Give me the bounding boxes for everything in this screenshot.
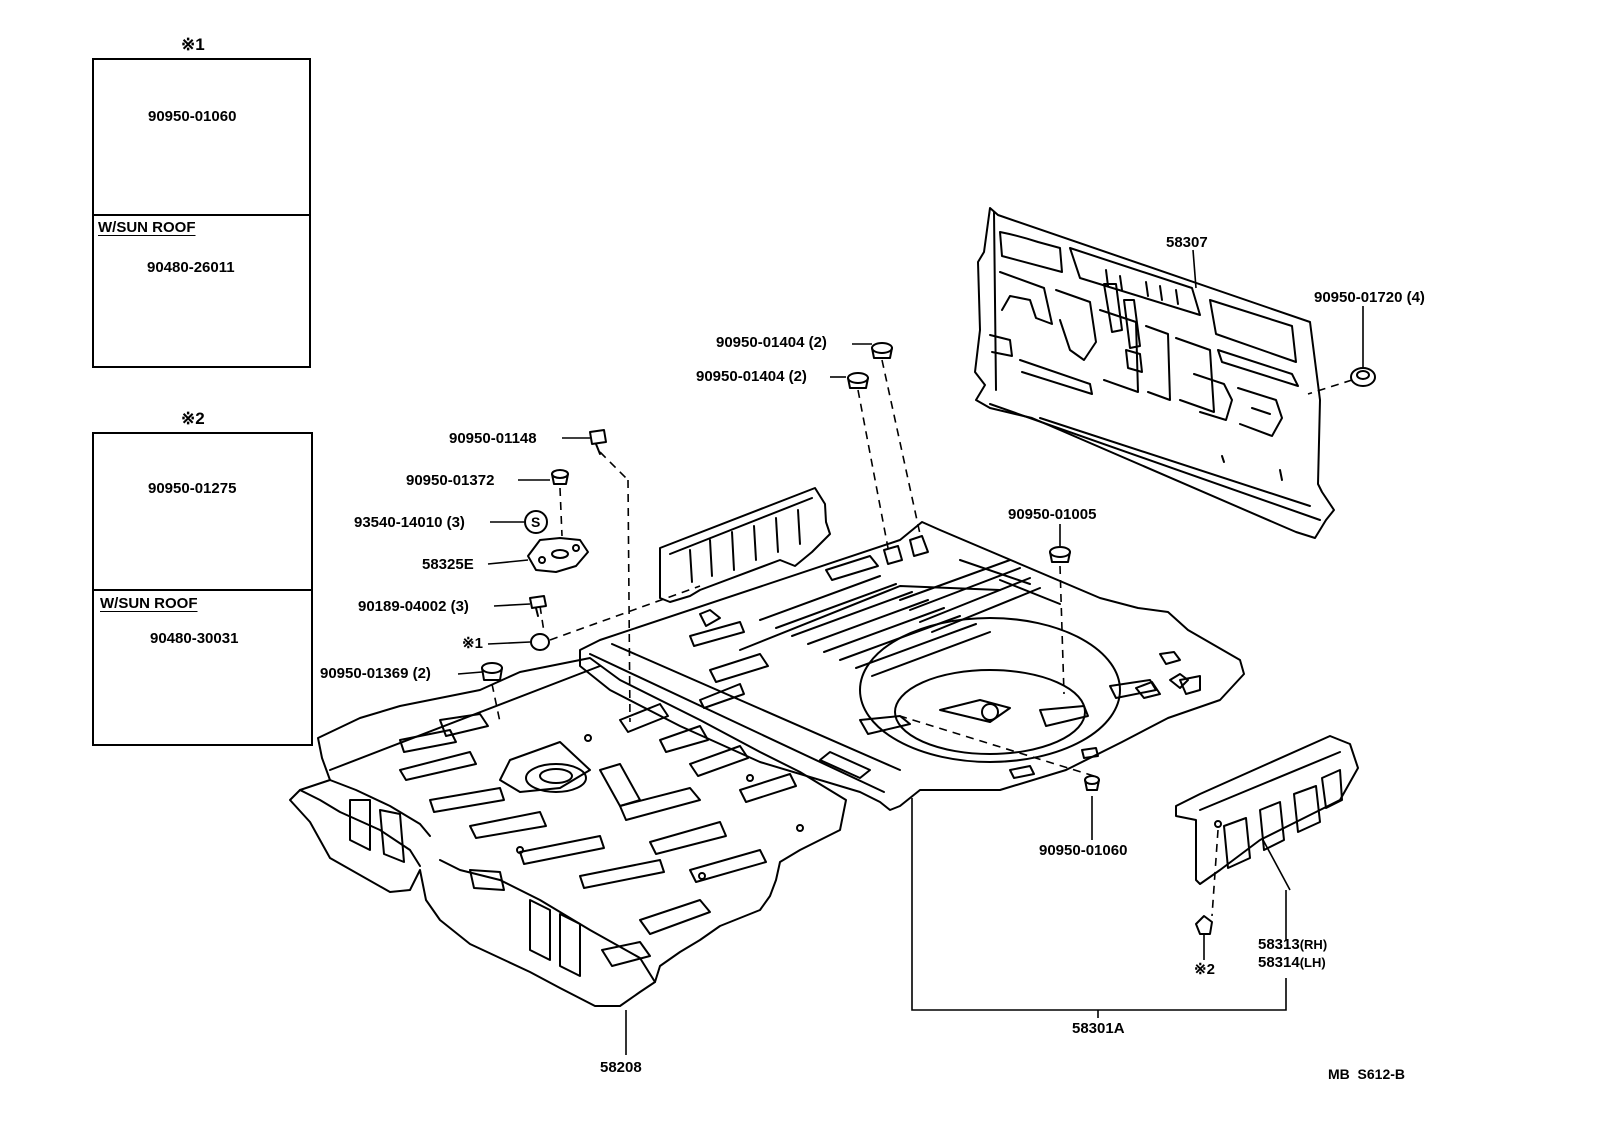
rear-floor-pan-58301A — [579, 487, 1245, 811]
plug-90950-01404-b — [847, 372, 869, 389]
inset-divider-2 — [94, 589, 311, 591]
callout-58314: 58314(LH) — [1258, 955, 1326, 970]
callout-marker-1: ※1 — [462, 635, 483, 652]
plug-90950-01060 — [1084, 775, 1100, 791]
inset-1-top-part: 90950-01060 — [148, 108, 237, 125]
inset-1-variant-label: W/SUN ROOF — [98, 219, 196, 236]
center-floor-58208 — [289, 657, 847, 1007]
nut-58325E — [527, 537, 589, 573]
callout-58325E: 58325E — [422, 556, 474, 573]
inset-box-1 — [92, 58, 311, 368]
plug-marker-1 — [530, 633, 550, 651]
inset-divider-1 — [94, 214, 309, 216]
plug-90950-01720 — [1350, 367, 1376, 387]
inset-1-marker: ※1 — [181, 35, 205, 54]
bolt-90189-04002 — [529, 595, 547, 617]
plug-90950-01404-a — [871, 342, 893, 359]
callout-58313-number: 58313 — [1258, 936, 1300, 953]
plug-marker-2 — [1195, 915, 1213, 935]
inset-2-marker: ※2 — [181, 409, 205, 428]
callout-93540-14010: 93540-14010 (3) — [354, 514, 465, 531]
inset-2-bottom-part: 90480-30031 — [150, 630, 239, 647]
callout-58208: 58208 — [600, 1059, 642, 1076]
callout-marker-2: ※2 — [1194, 961, 1215, 978]
callout-58313: 58313(RH) — [1258, 937, 1327, 952]
plug-90950-01369 — [481, 662, 503, 681]
callout-90189-04002: 90189-04002 (3) — [358, 598, 469, 615]
s-symbol — [524, 510, 548, 534]
plug-90950-01372 — [551, 469, 569, 485]
figure-code: MB S612-B — [1328, 1066, 1406, 1082]
callout-90950-01404-b: 90950-01404 (2) — [696, 368, 807, 385]
bolt-90950-01148 — [589, 429, 607, 455]
callout-58314-number: 58314 — [1258, 954, 1300, 971]
side-member-58313-58314 — [1175, 735, 1359, 885]
inset-box-2 — [92, 432, 313, 746]
callout-90950-01404-a: 90950-01404 (2) — [716, 334, 827, 351]
plug-90950-01005 — [1049, 546, 1071, 563]
inset-1-bottom-part: 90480-26011 — [147, 259, 235, 276]
callout-58301A: 58301A — [1072, 1020, 1125, 1037]
callout-58313-side: (RH) — [1299, 937, 1328, 952]
callout-58314-side: (LH) — [1299, 955, 1326, 970]
callout-90950-01005: 90950-01005 — [1008, 506, 1097, 523]
callout-90950-01060: 90950-01060 — [1039, 842, 1128, 859]
s-symbol-label: S — [531, 514, 541, 530]
callout-90950-01720: 90950-01720 (4) — [1314, 289, 1425, 306]
callout-90950-01372: 90950-01372 — [406, 472, 495, 489]
rear-panel-58307 — [974, 207, 1335, 539]
leader-lines — [457, 249, 1364, 1055]
callout-58307: 58307 — [1166, 234, 1208, 251]
callout-90950-01148: 90950-01148 — [449, 430, 537, 447]
dashed-leaders — [491, 359, 1353, 917]
inset-2-variant-label: W/SUN ROOF — [100, 595, 198, 612]
callout-90950-01369: 90950-01369 (2) — [320, 665, 431, 682]
inset-2-top-part: 90950-01275 — [148, 480, 237, 497]
